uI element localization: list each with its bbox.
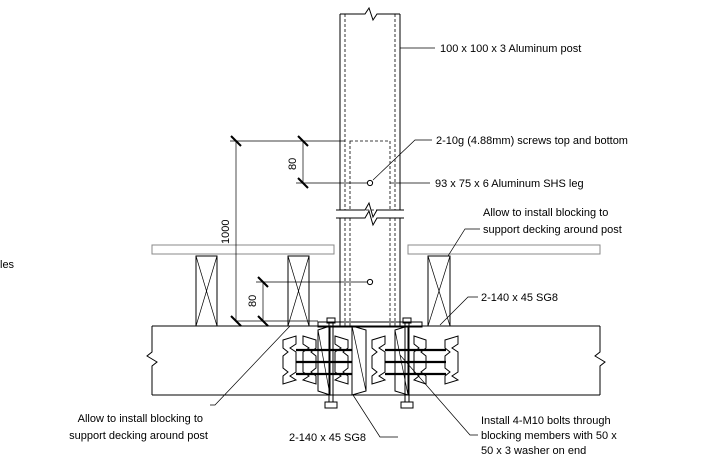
decking-left	[151, 244, 335, 255]
dimension-overall-text: 1000	[220, 220, 232, 244]
label-blocking-right-2: support decking around post	[483, 224, 622, 236]
dimension-upper-text: 80	[287, 158, 299, 170]
aluminum-post	[339, 6, 401, 210]
m10-bolts	[296, 348, 446, 376]
joist-blocking-right	[412, 335, 460, 385]
screw-top	[366, 179, 374, 187]
joist-blocking-left	[282, 325, 331, 396]
label-screws: 2-10g (4.88mm) screws top and bottom	[436, 135, 628, 147]
label-joist-bottom: 2-140 x 45 SG8	[289, 432, 366, 444]
leader-lines	[210, 47, 480, 438]
decking-right	[407, 244, 601, 255]
dimension-overall: 1000	[220, 135, 296, 327]
bearer-member	[146, 325, 606, 396]
label-bolts-3: 50 x 3 washer on end	[481, 445, 586, 457]
screw-bottom	[366, 278, 374, 286]
vertical-bolts	[324, 317, 414, 409]
label-blocking-left-1: Allow to install blocking to	[78, 413, 203, 425]
base-plate	[317, 321, 423, 328]
blocking-left-outer	[195, 255, 218, 327]
label-joist-right: 2-140 x 45 SG8	[481, 292, 558, 304]
joist-blocking-center	[333, 325, 409, 396]
label-blocking-left-2: support decking around post	[69, 430, 208, 442]
dimension-upper: 80	[287, 135, 367, 189]
blocking-left-inner	[287, 255, 310, 327]
blocking-right	[427, 255, 451, 327]
label-bolts-2: blocking members with 50 x	[481, 430, 617, 442]
label-cut-left: les	[0, 259, 15, 271]
post-break-symbol	[336, 201, 404, 227]
label-bolts-1: Install 4-M10 bolts through	[481, 415, 611, 427]
shs-leg	[349, 140, 391, 326]
label-shs-leg: 93 x 75 x 6 Aluminum SHS leg	[435, 178, 584, 190]
dimension-lower-text: 80	[247, 295, 259, 307]
label-blocking-right-1: Allow to install blocking to	[483, 207, 608, 219]
aluminum-post-lower	[339, 218, 401, 326]
label-post: 100 x 100 x 3 Aluminum post	[440, 43, 581, 55]
dimension-lower: 80	[236, 276, 367, 327]
